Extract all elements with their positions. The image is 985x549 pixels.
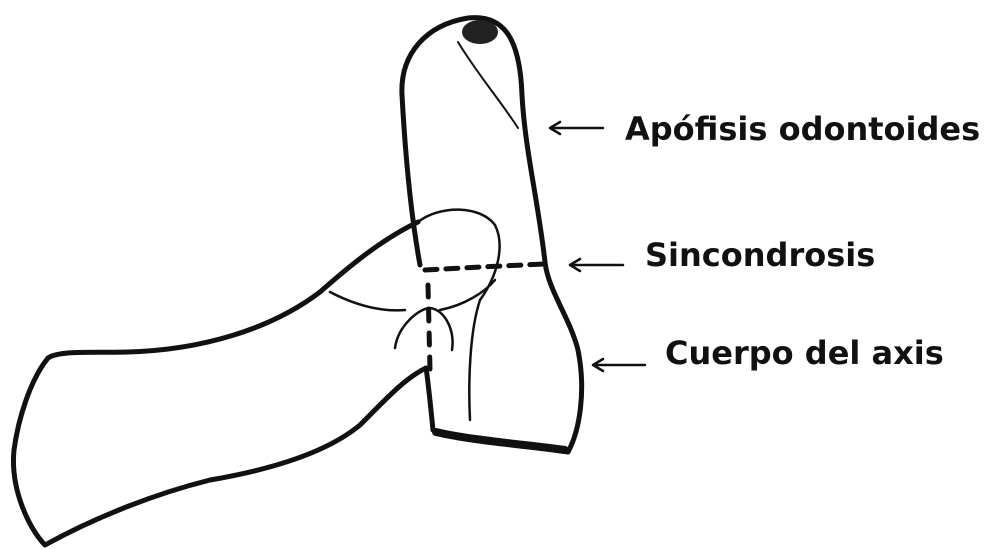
arrow-body [593,359,645,371]
arrow-odontoid [550,122,603,134]
arrow-synchondrosis [570,259,623,271]
facet-curve-right [440,280,495,310]
odontoid-tip-shading [462,20,498,44]
synchondrosis-line [425,264,545,270]
axis-body-outline [426,262,582,452]
odontoid-process-outline [402,18,545,265]
label-synchondrosis: Sincondrosis [645,236,875,274]
label-odontoid-process: Apófisis odontoides [625,110,980,148]
label-axis-body: Cuerpo del axis [665,334,944,372]
facet-curve-left [330,292,405,310]
canal-arch [395,308,453,350]
axis-body-inferior-edge [436,432,565,450]
axis-arch-outline [13,222,426,545]
midline-dashed [428,285,430,370]
odontoid-inner-line [458,42,518,128]
